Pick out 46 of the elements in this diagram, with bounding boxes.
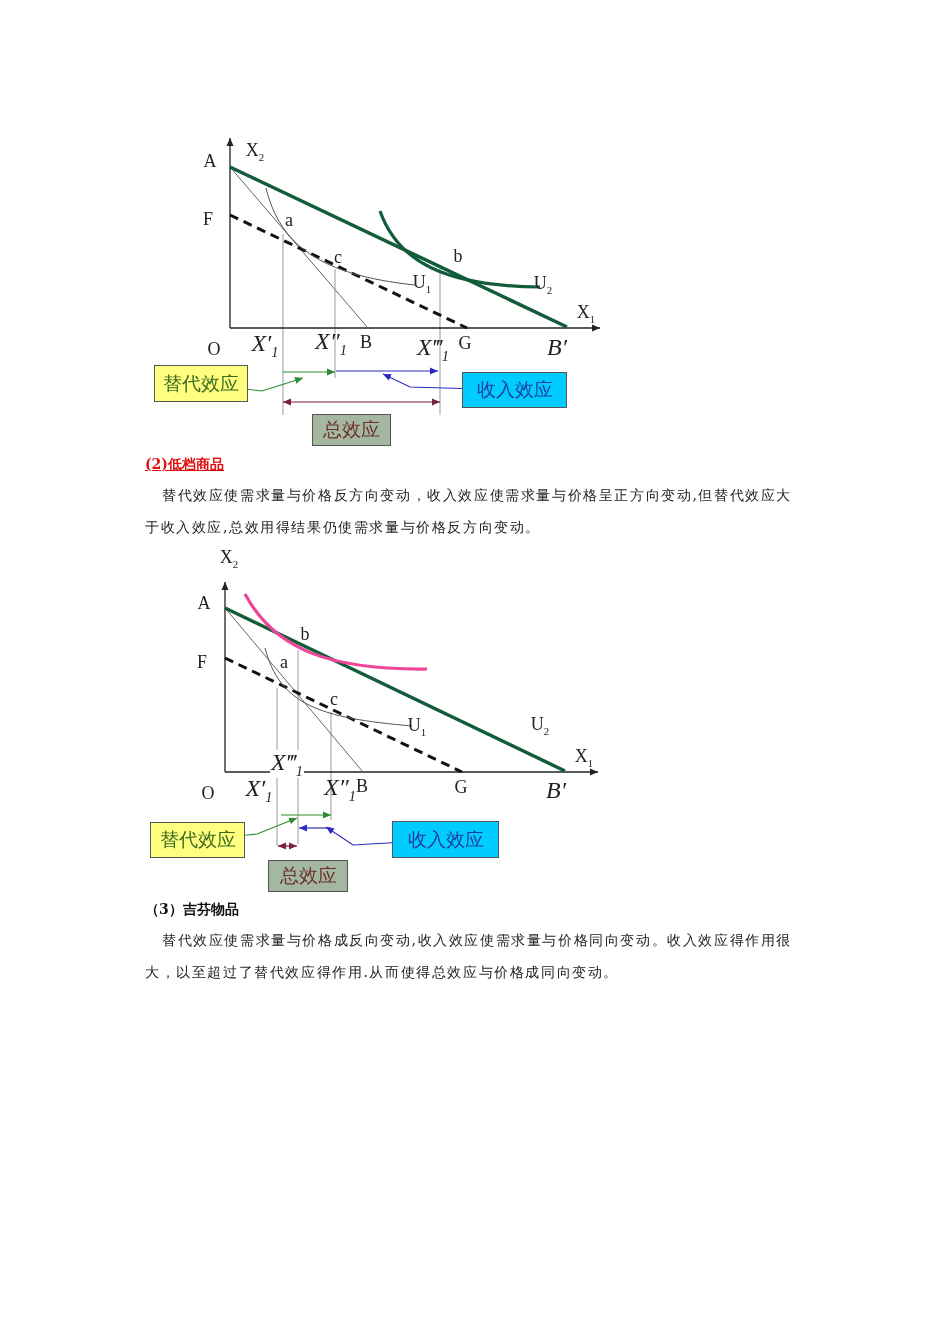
- quantity-label: X″$_{1}$: [315, 328, 347, 358]
- section-heading: (2)低档商品: [145, 456, 224, 474]
- quantity-label: X‴$_{1}$: [417, 334, 449, 364]
- point-label: O: [207, 340, 221, 358]
- quantity-label: X″$_{1}$: [324, 774, 356, 804]
- point-label: G: [458, 334, 472, 352]
- leader-arrow: [325, 826, 393, 846]
- curve-label: U$_{2}$: [533, 274, 553, 296]
- point-label: F: [203, 210, 213, 228]
- point-label: b: [300, 625, 310, 643]
- curve-label: U$_{2}$: [530, 715, 550, 737]
- leader-arrow: [244, 817, 298, 836]
- quantity-label: X′$_{1}$: [245, 775, 273, 805]
- axis-label: X$_{1}$: [574, 747, 594, 769]
- point-label: A: [203, 152, 217, 170]
- point-label: B: [356, 777, 368, 795]
- axis-label: X$_{2}$: [219, 548, 239, 570]
- label-box: 总效应: [268, 860, 348, 892]
- quantity-label: X′$_{1}$: [251, 330, 279, 360]
- label-box: 替代效应: [154, 365, 248, 402]
- section-heading: （3）吉芬物品: [145, 901, 239, 919]
- curve-label: U$_{1}$: [407, 716, 427, 738]
- axis-label: X$_{1}$: [576, 303, 596, 325]
- point-label: B′: [546, 778, 566, 802]
- axis-label: X$_{2}$: [245, 141, 265, 163]
- quantity-label: X‴$_{1}$: [270, 749, 304, 779]
- label-box: 收入效应: [392, 821, 499, 858]
- point-label: A: [197, 594, 211, 612]
- point-label: G: [454, 778, 468, 796]
- paragraph: 替代效应使需求量与价格成反向变动,收入效应使需求量与价格同向变动。收入效应得作用很大，以至超过了替代效应得作用.从而使得总效应与价格成同向变动。: [145, 931, 794, 982]
- label-box: 替代效应: [150, 822, 245, 858]
- point-label: B′: [547, 335, 567, 359]
- label-box: 收入效应: [462, 372, 567, 408]
- point-label: c: [334, 248, 342, 266]
- label-box: 总效应: [312, 414, 391, 446]
- point-label: b: [453, 247, 463, 265]
- point-label: a: [280, 653, 288, 671]
- point-label: a: [285, 211, 293, 229]
- point-label: B: [360, 333, 372, 351]
- point-label: O: [201, 784, 215, 802]
- paragraph: 替代效应使需求量与价格反方向变动，收入效应使需求量与价格呈正方向变动,但替代效应大于收入效应,总效用得结果仍使需求量与价格反方向变动。: [145, 486, 794, 537]
- point-label: F: [197, 653, 207, 671]
- leader-arrow: [382, 373, 463, 390]
- leader-arrow: [247, 377, 304, 392]
- curve-label: U$_{1}$: [412, 273, 432, 295]
- point-label: c: [330, 690, 338, 708]
